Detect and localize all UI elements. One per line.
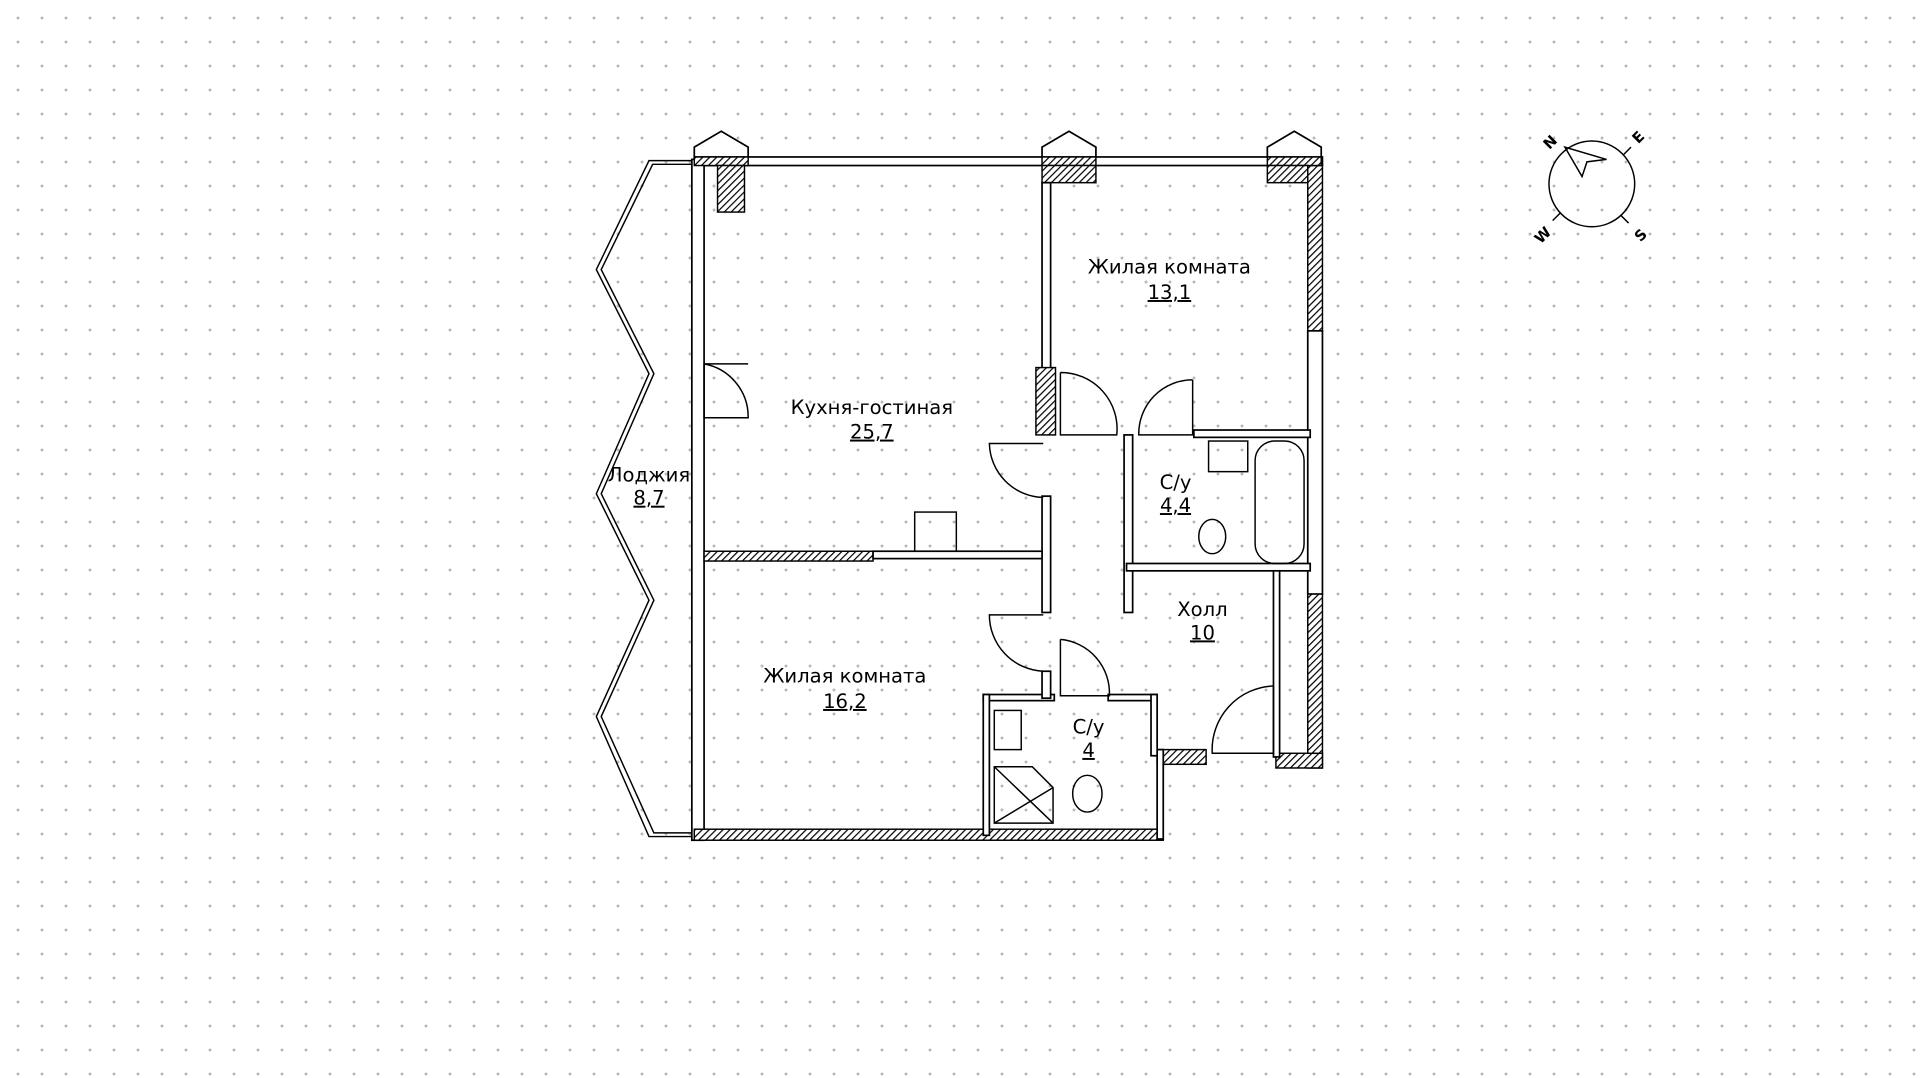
sink-icon [1207,440,1249,473]
room-area-bedroom-top: 13,1 [1148,281,1192,304]
room-name-loggia: Лоджия [608,463,690,486]
room-area-kitchen: 25,7 [850,421,894,444]
compass-w: W [1531,224,1554,247]
room-name-kitchen: Кухня-гостиная [791,396,953,419]
exterior-walls [690,156,1324,842]
compass: N E S W [1531,128,1650,247]
compass-n: N [1540,132,1561,153]
room-name-bathroom-bottom: С/у [1073,716,1105,739]
interior-walls [703,181,1312,837]
bathtub-icon [1254,440,1305,565]
room-area-bathroom-bottom: 4 [1082,739,1094,762]
room-area-loggia: 8,7 [633,487,664,510]
shower-icon [993,766,1054,824]
room-name-hall: Холл [1177,598,1227,621]
room-area-bedroom-bottom: 16,2 [823,690,867,713]
loggia-outer-wall [595,159,692,838]
sink-icon [993,709,1022,751]
toilet-icon [1071,774,1103,813]
room-name-bathroom-top: С/у [1160,471,1192,494]
compass-s: S [1631,226,1651,246]
doors [703,363,1275,755]
facade-pillars [693,130,1323,213]
fixtures [913,440,1305,824]
north-arrow-icon [1563,145,1607,179]
room-area-hall: 10 [1190,621,1215,644]
room-name-bedroom-bottom: Жилая комната [763,664,926,687]
toilet-icon [1198,518,1227,555]
room-name-bedroom-top: Жилая комната [1088,255,1251,278]
compass-e: E [1629,128,1648,147]
room-area-bathroom-top: 4,4 [1160,494,1191,517]
kitchen-sink-icon [913,511,958,552]
